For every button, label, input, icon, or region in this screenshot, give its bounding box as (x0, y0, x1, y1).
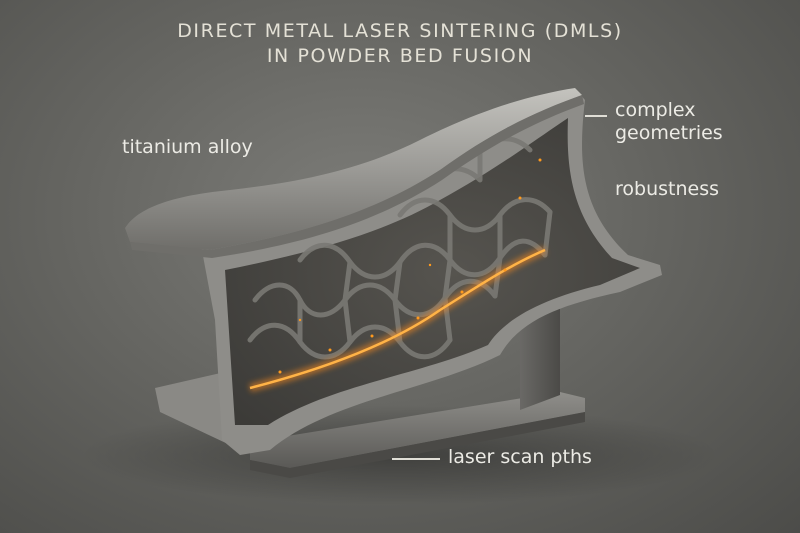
leader-line-laser (392, 458, 440, 460)
lower-flange (155, 372, 235, 445)
top-surface (125, 88, 582, 250)
leader-line-complex (585, 115, 607, 117)
laser-scan-path (249, 248, 546, 390)
laser-sparks (278, 158, 542, 374)
powder-cavity (225, 118, 640, 425)
label-titanium-alloy: titanium alloy (122, 136, 253, 158)
label-complex-line1: complex (615, 99, 696, 121)
diagram-title-line2: IN POWDER BED FUSION (266, 45, 534, 67)
base-plate-front (250, 412, 585, 478)
diagram-title-line1: DIRECT METAL LASER SINTERING (DMLS) (177, 20, 623, 42)
web-side (520, 300, 560, 410)
label-complex-line2: geometries (615, 121, 723, 144)
label-laser-scan-paths: laser scan pths (448, 446, 592, 468)
label-robustness: robustness (615, 178, 719, 200)
label-complex-geometries: complex geometries (615, 99, 723, 145)
base-plate (250, 392, 585, 468)
